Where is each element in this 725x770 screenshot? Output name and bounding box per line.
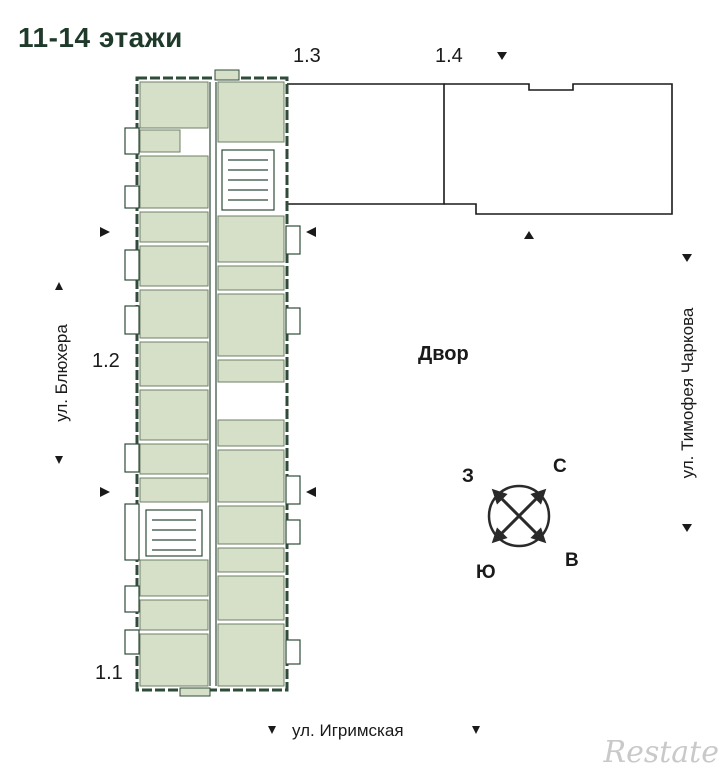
corridor bbox=[209, 82, 217, 686]
watermark-logo: Restate bbox=[603, 735, 720, 770]
building-1-3-outline bbox=[281, 83, 445, 205]
street-label-igrimskaya: ул. Игримская bbox=[292, 721, 404, 740]
apartments-left bbox=[139, 81, 209, 687]
arrow-down-icon bbox=[268, 726, 276, 734]
arrow-down-icon bbox=[682, 254, 692, 262]
arrow-right-icon bbox=[100, 227, 110, 237]
building-1-4-outline bbox=[444, 83, 673, 215]
section-label-1-3: 1.3 bbox=[293, 45, 321, 67]
arrow-down-icon bbox=[55, 456, 63, 464]
apartments-right bbox=[217, 81, 285, 687]
arrow-up-icon bbox=[55, 282, 63, 290]
stair-core-lower bbox=[145, 509, 203, 557]
street-label-timofeya-charkova: ул. Тимофея Чаркова bbox=[678, 307, 697, 479]
compass-south-label: Ю bbox=[476, 562, 496, 583]
section-label-1-2: 1.2 bbox=[92, 350, 120, 372]
entrance-arrows bbox=[55, 52, 692, 734]
arrow-up-icon bbox=[524, 231, 534, 239]
compass-north-label: С bbox=[553, 456, 567, 477]
balconies bbox=[124, 127, 301, 665]
compass-east-label: В bbox=[565, 550, 579, 571]
arrow-down-icon bbox=[682, 524, 692, 532]
section-label-1-1: 1.1 bbox=[95, 662, 123, 684]
floor-title: 11-14 этажи bbox=[18, 22, 183, 53]
arrow-left-icon bbox=[306, 487, 316, 497]
street-label-blyukhera: ул. Блюхера bbox=[52, 324, 71, 422]
arrow-left-icon bbox=[306, 227, 316, 237]
courtyard-label: Двор bbox=[418, 343, 469, 365]
arrow-right-icon bbox=[100, 487, 110, 497]
section-label-1-4: 1.4 bbox=[435, 45, 463, 67]
arrow-down-icon bbox=[472, 726, 480, 734]
stair-core-upper bbox=[221, 149, 275, 211]
arrow-down-icon bbox=[497, 52, 507, 60]
compass-west-label: З bbox=[462, 466, 474, 487]
compass-icon bbox=[487, 484, 551, 548]
